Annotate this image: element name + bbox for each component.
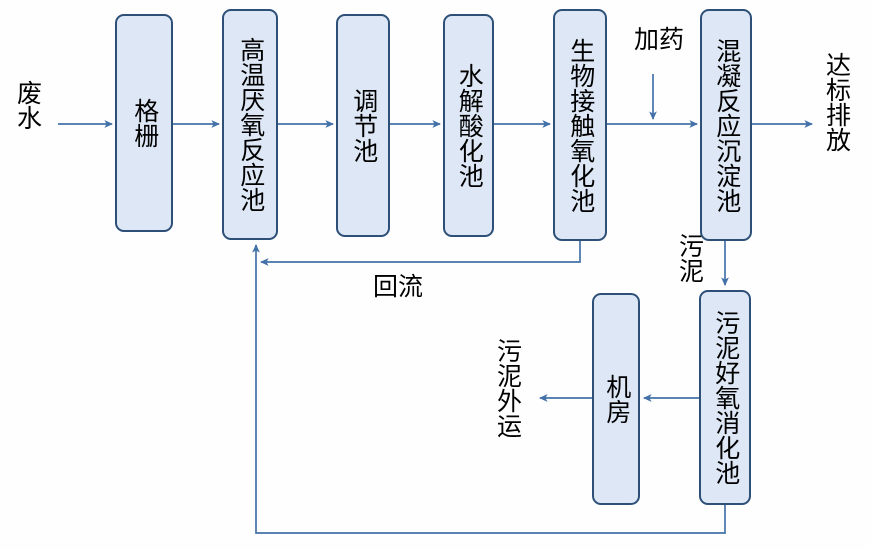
node-label-anaerobic: 高温厌氧反应池 xyxy=(236,37,265,212)
node-coagulation[interactable]: 混凝反应沉淀池 xyxy=(700,9,752,241)
node-biocontact[interactable]: 生物接触氧化池 xyxy=(553,9,607,241)
label-influent: 废水 xyxy=(13,80,42,130)
node-label-machine-room: 机房 xyxy=(602,374,631,424)
label-sludge-export: 污泥外运 xyxy=(493,338,522,438)
node-label-coagulation: 混凝反应沉淀池 xyxy=(712,37,741,213)
node-label-hydrolysis: 水解酸化池 xyxy=(455,63,484,188)
label-dosing: 加药 xyxy=(634,26,685,54)
node-sludge-digestion[interactable]: 污泥好氧消化池 xyxy=(699,290,751,505)
node-machine-room[interactable]: 机房 xyxy=(592,293,640,505)
node-adjust[interactable]: 调节池 xyxy=(336,14,390,237)
label-effluent: 达标排放 xyxy=(822,52,851,152)
label-return-flow: 回流 xyxy=(373,273,424,301)
edge-biocontact-return xyxy=(259,241,581,266)
node-label-adjust: 调节池 xyxy=(349,88,378,163)
node-label-grid: 格栅 xyxy=(130,98,159,148)
node-grid[interactable]: 格栅 xyxy=(115,14,173,232)
node-hydrolysis[interactable]: 水解酸化池 xyxy=(443,14,494,237)
label-sludge: 污泥 xyxy=(675,233,704,283)
node-label-sludge-digestion: 污泥好氧消化池 xyxy=(711,310,740,485)
node-label-biocontact: 生物接触氧化池 xyxy=(566,37,595,213)
node-anaerobic[interactable]: 高温厌氧反应池 xyxy=(222,9,278,240)
edge-sludgedig-return xyxy=(252,243,726,534)
